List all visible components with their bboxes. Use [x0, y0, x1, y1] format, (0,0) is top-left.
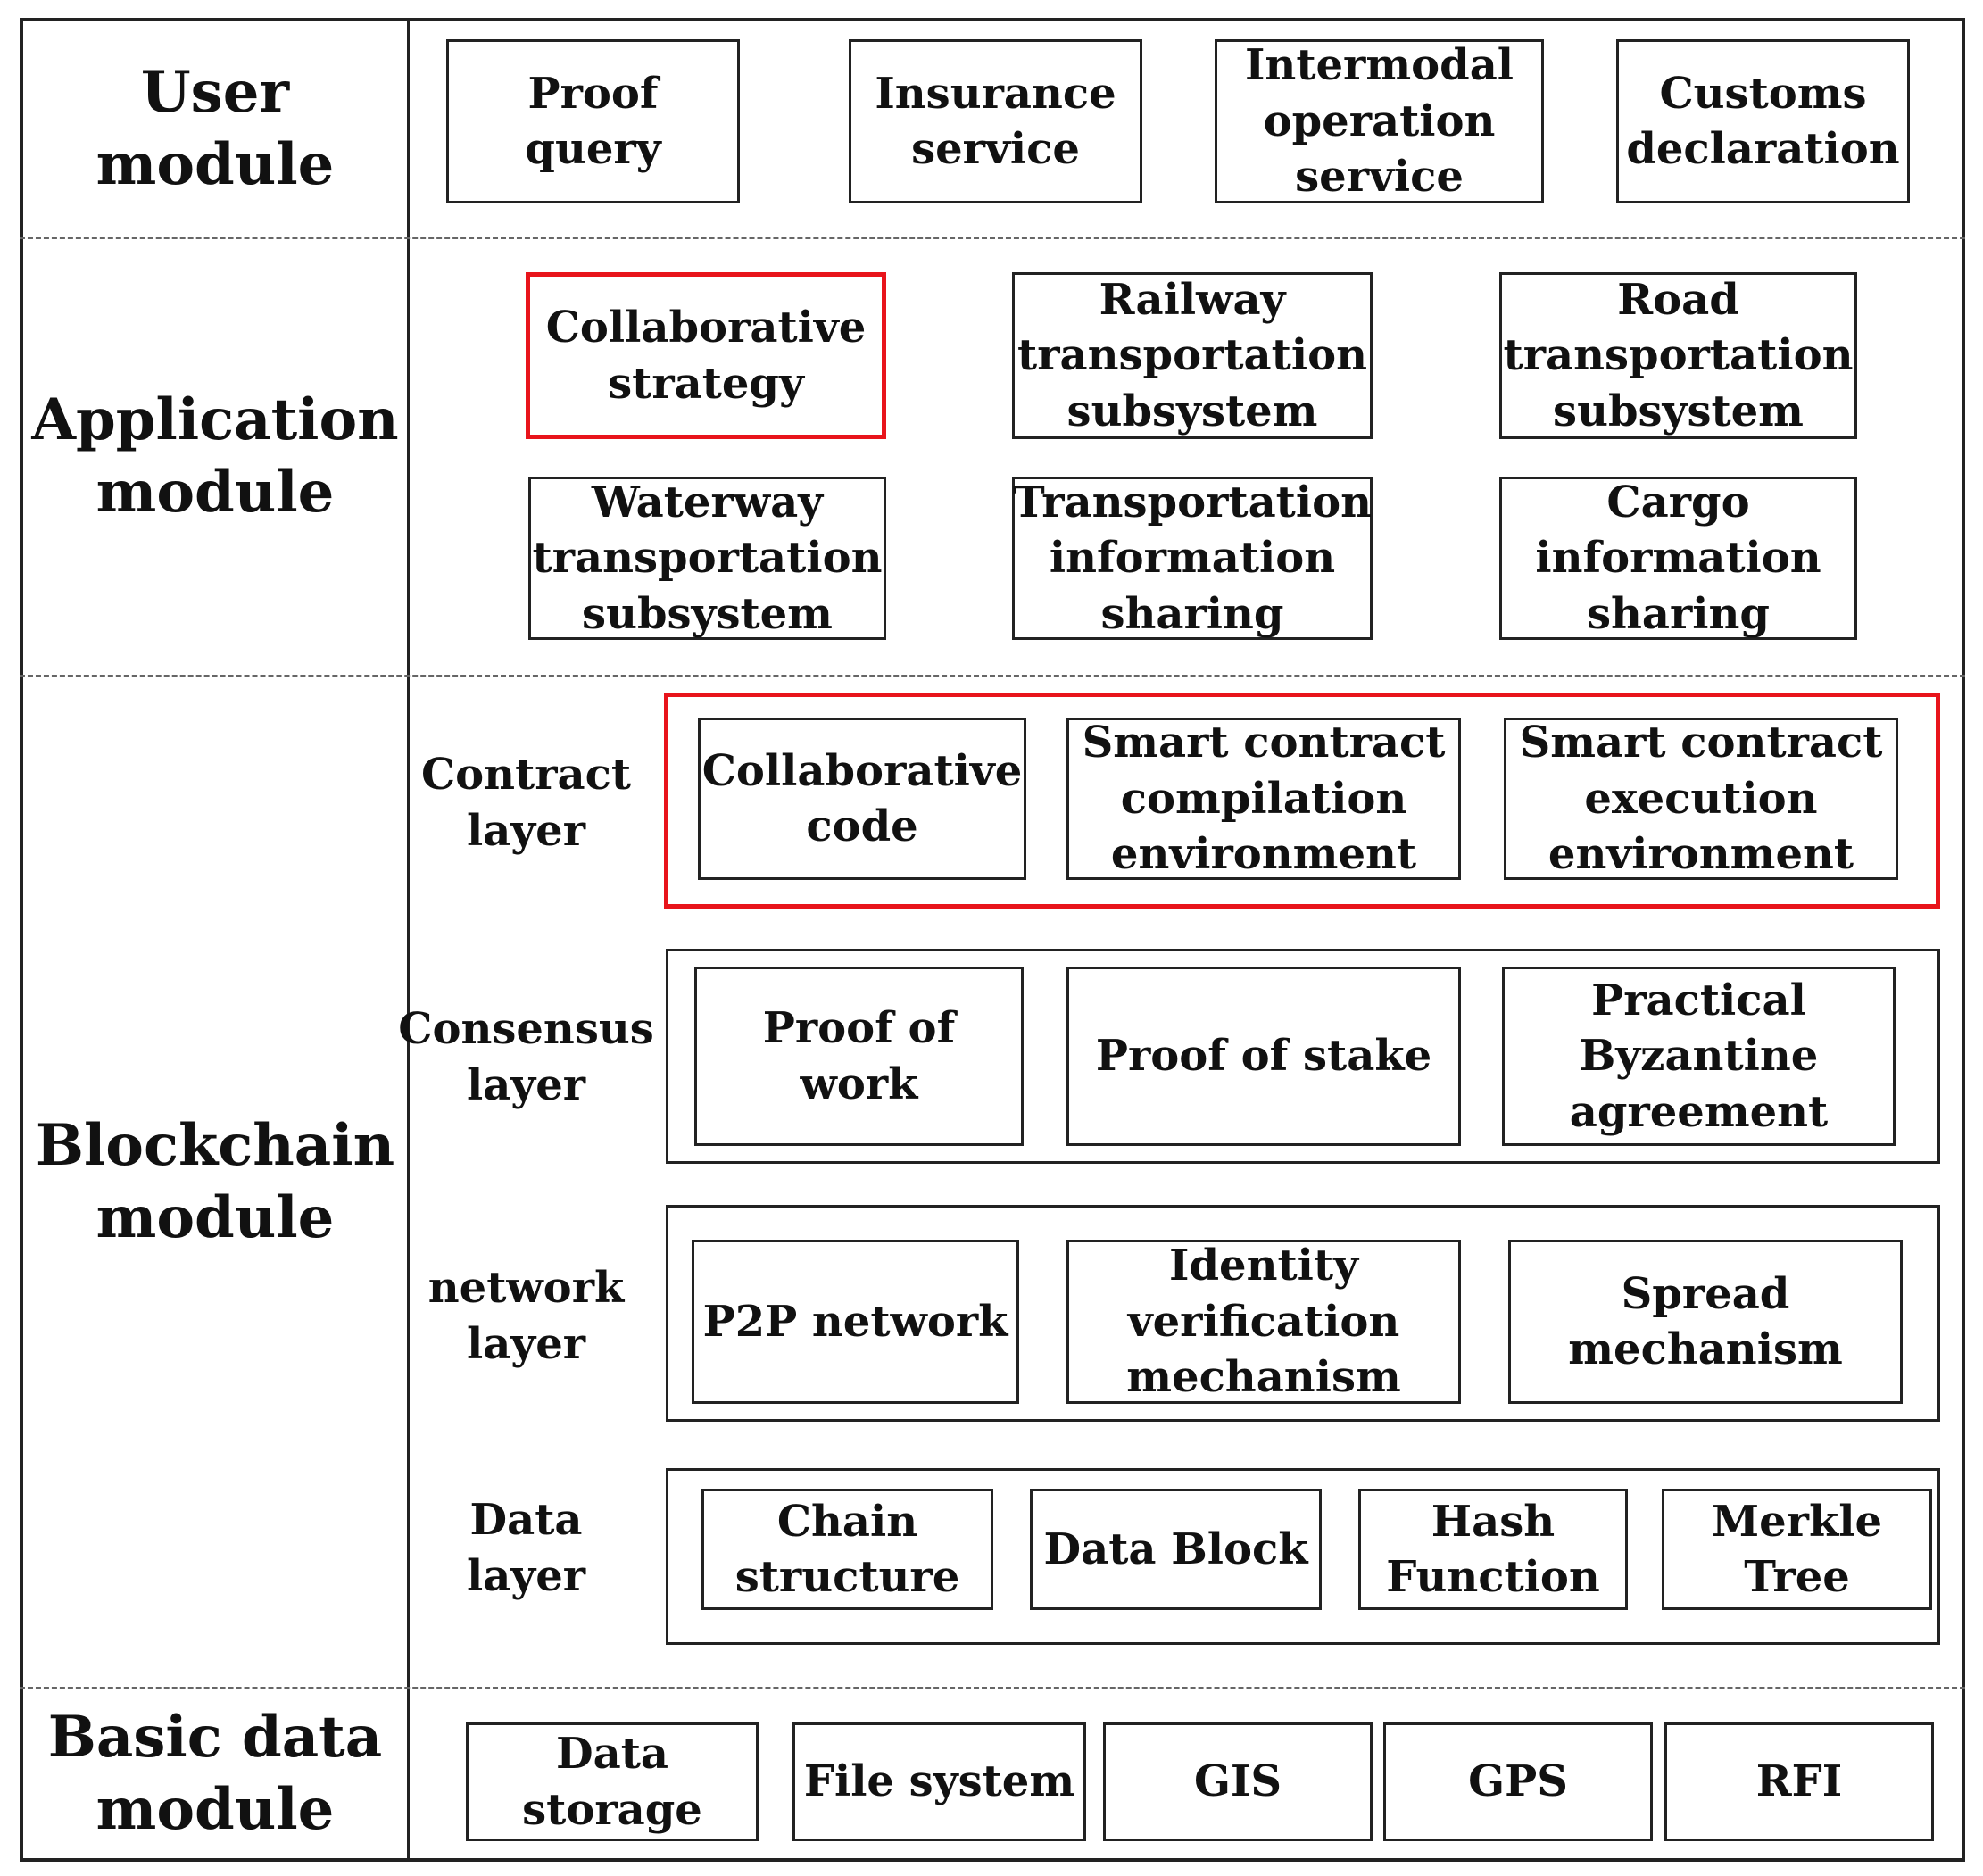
consensus-layer-group [666, 949, 1940, 1164]
hash-function-box: Hash Function [1358, 1489, 1628, 1610]
application-module-label: Application module [31, 386, 399, 526]
chain-structure-box: Chain structure [701, 1489, 993, 1610]
railway-transportation-subsystem-box: Railway transportation subsystem [1012, 272, 1373, 439]
cargo-information-sharing-box: Cargo information sharing [1499, 477, 1857, 640]
road-transportation-subsystem-box: Road transportation subsystem [1499, 272, 1857, 439]
collaborative-strategy-box: Collaborative strategy [526, 272, 886, 439]
spread-mechanism-box: Spread mechanism [1508, 1240, 1903, 1404]
waterway-transportation-subsystem-box: Waterway transportation subsystem [528, 477, 886, 640]
data-layer-group [666, 1468, 1940, 1645]
diagram-frame [20, 18, 1965, 1862]
blockchain-module-label: Blockchain module [35, 1111, 395, 1251]
divider-application-blockchain [20, 675, 1965, 677]
merkle-tree-box: Merkle Tree [1662, 1489, 1932, 1610]
divider-user-application [20, 237, 1965, 239]
data-block-box: Data Block [1030, 1489, 1322, 1610]
data-layer-label: Data layer [466, 1494, 586, 1601]
smart-contract-execution-box: Smart contract execution environment [1504, 718, 1898, 880]
divider-blockchain-basic [20, 1687, 1965, 1689]
contract-layer-group [664, 693, 1940, 909]
smart-contract-compilation-box: Smart contract compilation environment [1066, 718, 1461, 880]
intermodal-operation-service-box: Intermodal operation service [1215, 39, 1544, 203]
basic-data-module-label: Basic data module [47, 1704, 383, 1843]
module-column-divider [407, 18, 410, 1862]
network-layer-label: network layer [427, 1262, 625, 1369]
p2p-network-box: P2P network [692, 1240, 1019, 1404]
data-storage-box: Data storage [466, 1722, 759, 1841]
rfi-box: RFI [1664, 1722, 1934, 1841]
gps-box: GPS [1383, 1722, 1653, 1841]
consensus-layer-label: Consensus layer [398, 1003, 654, 1110]
proof-of-work-box: Proof of work [694, 967, 1024, 1146]
contract-layer-label: Contract layer [420, 749, 632, 856]
proof-query-box: Proof query [446, 39, 740, 203]
insurance-service-box: Insurance service [849, 39, 1142, 203]
network-layer-group [666, 1205, 1940, 1422]
proof-of-stake-box: Proof of stake [1066, 967, 1461, 1146]
transportation-information-sharing-box: Transportation information sharing [1012, 477, 1373, 640]
collaborative-code-box: Collaborative code [698, 718, 1026, 880]
practical-byzantine-agreement-box: Practical Byzantine agreement [1502, 967, 1896, 1146]
identity-verification-mechanism-box: Identity verification mechanism [1066, 1240, 1461, 1404]
gis-box: GIS [1103, 1722, 1373, 1841]
file-system-box: File system [792, 1722, 1086, 1841]
customs-declaration-box: Customs declaration [1616, 39, 1910, 203]
user-module-label: User module [95, 58, 335, 198]
